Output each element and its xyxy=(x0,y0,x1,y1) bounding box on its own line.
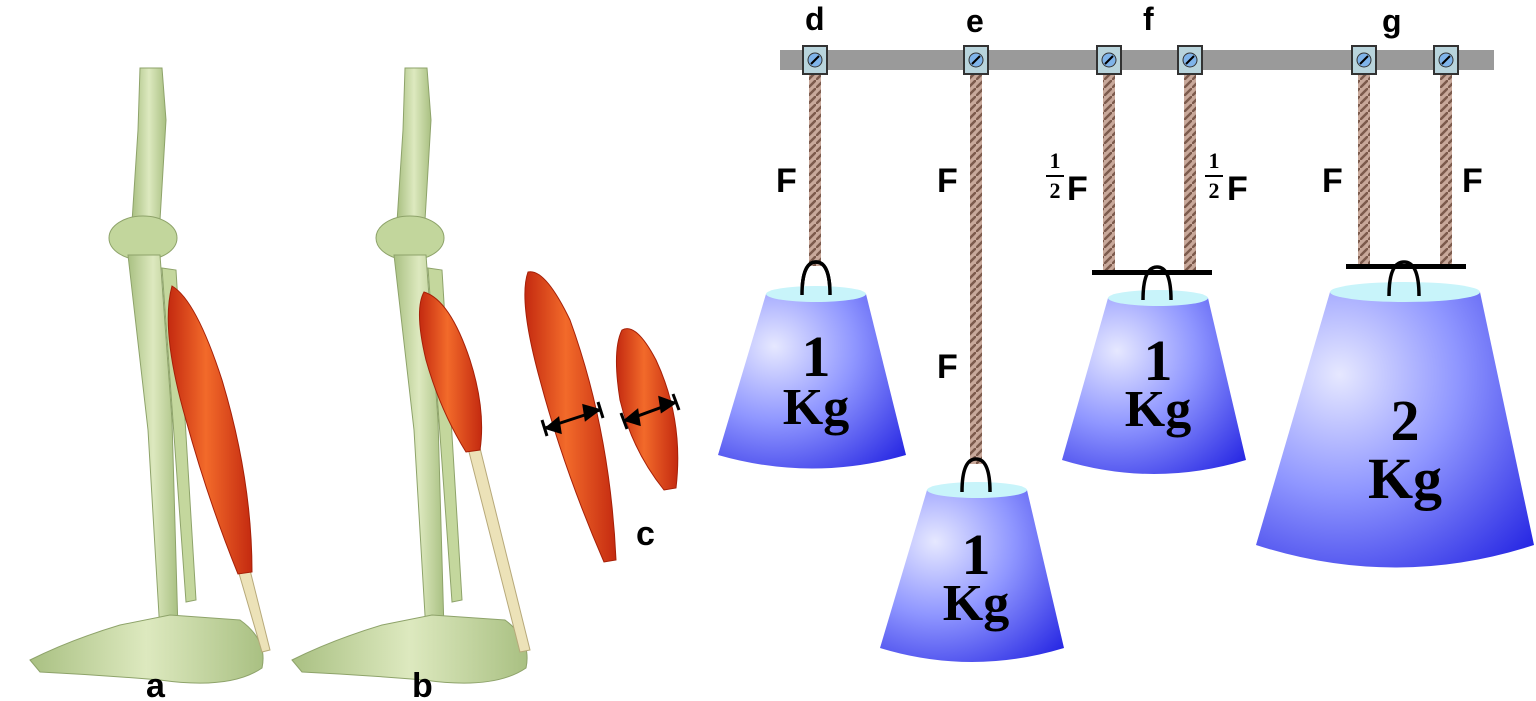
rope-f-left xyxy=(1103,74,1115,272)
clamp-g-left xyxy=(1351,45,1377,75)
foot xyxy=(291,614,528,684)
force-g-right: F xyxy=(1462,162,1483,200)
weight-e-value: 1 xyxy=(962,522,991,587)
femur xyxy=(396,67,432,223)
weight-f-value: 1 xyxy=(1144,328,1173,393)
label-c: c xyxy=(636,515,655,553)
force-d: F xyxy=(776,162,797,200)
rope-e xyxy=(970,74,982,464)
muscle-long xyxy=(524,271,617,563)
weight-g-unit: Kg xyxy=(1368,446,1442,511)
femur xyxy=(131,67,167,223)
calf-muscle-contracted xyxy=(418,291,483,453)
force-e-upper: F xyxy=(937,162,958,200)
force-f-left: 1 2 F xyxy=(1046,148,1088,208)
rope-f-right xyxy=(1184,74,1196,272)
label-a: a xyxy=(146,667,166,701)
force-f-right: 1 2 F xyxy=(1205,148,1248,208)
weight-f: 1 Kg xyxy=(1062,265,1246,474)
force-f-right-num: 1 xyxy=(1209,148,1220,173)
clamp-e xyxy=(963,45,989,75)
knee xyxy=(375,215,445,261)
rope-g-left xyxy=(1358,74,1370,266)
leg-b xyxy=(291,67,531,684)
width-arrow-short xyxy=(619,393,681,430)
ropes xyxy=(809,74,1452,464)
muscle-short xyxy=(615,328,679,491)
crossbar-f xyxy=(1092,270,1212,275)
label-b: b xyxy=(412,667,433,701)
foot xyxy=(29,614,264,684)
weight-g: 2 Kg xyxy=(1256,260,1534,568)
weight-g-value: 2 xyxy=(1391,388,1420,453)
label-e: e xyxy=(966,3,984,39)
weight-d: 1 Kg xyxy=(718,260,906,469)
force-f-right-den: 2 xyxy=(1209,178,1220,203)
weight-d-unit: Kg xyxy=(783,379,849,436)
calf-muscle xyxy=(167,285,253,575)
label-g: g xyxy=(1382,3,1402,39)
weight-e: 1 Kg xyxy=(880,457,1064,662)
clamp-g-right xyxy=(1433,45,1459,75)
clamp-f-left xyxy=(1096,45,1122,75)
label-f: f xyxy=(1143,1,1154,37)
rope-g-right xyxy=(1440,74,1452,266)
isolated-muscles xyxy=(524,271,681,563)
crossbar-g xyxy=(1346,264,1466,269)
width-arrow-long xyxy=(540,401,605,437)
clamp-f-right xyxy=(1177,45,1203,75)
force-e-lower: F xyxy=(937,348,958,386)
force-f-left-num: 1 xyxy=(1050,148,1061,173)
support-bar xyxy=(780,50,1494,70)
weight-e-unit: Kg xyxy=(943,575,1009,632)
leg-a xyxy=(29,67,271,684)
clamps xyxy=(802,45,1459,75)
force-f-right-symbol: F xyxy=(1227,170,1248,208)
force-g-left: F xyxy=(1322,162,1343,200)
rope-d xyxy=(809,74,821,266)
label-d: d xyxy=(805,1,825,37)
force-f-left-den: 2 xyxy=(1050,178,1061,203)
weight-d-value: 1 xyxy=(802,324,831,389)
knee xyxy=(108,215,178,261)
weight-f-unit: Kg xyxy=(1125,381,1191,438)
force-f-left-symbol: F xyxy=(1067,170,1088,208)
clamp-d xyxy=(802,45,828,75)
